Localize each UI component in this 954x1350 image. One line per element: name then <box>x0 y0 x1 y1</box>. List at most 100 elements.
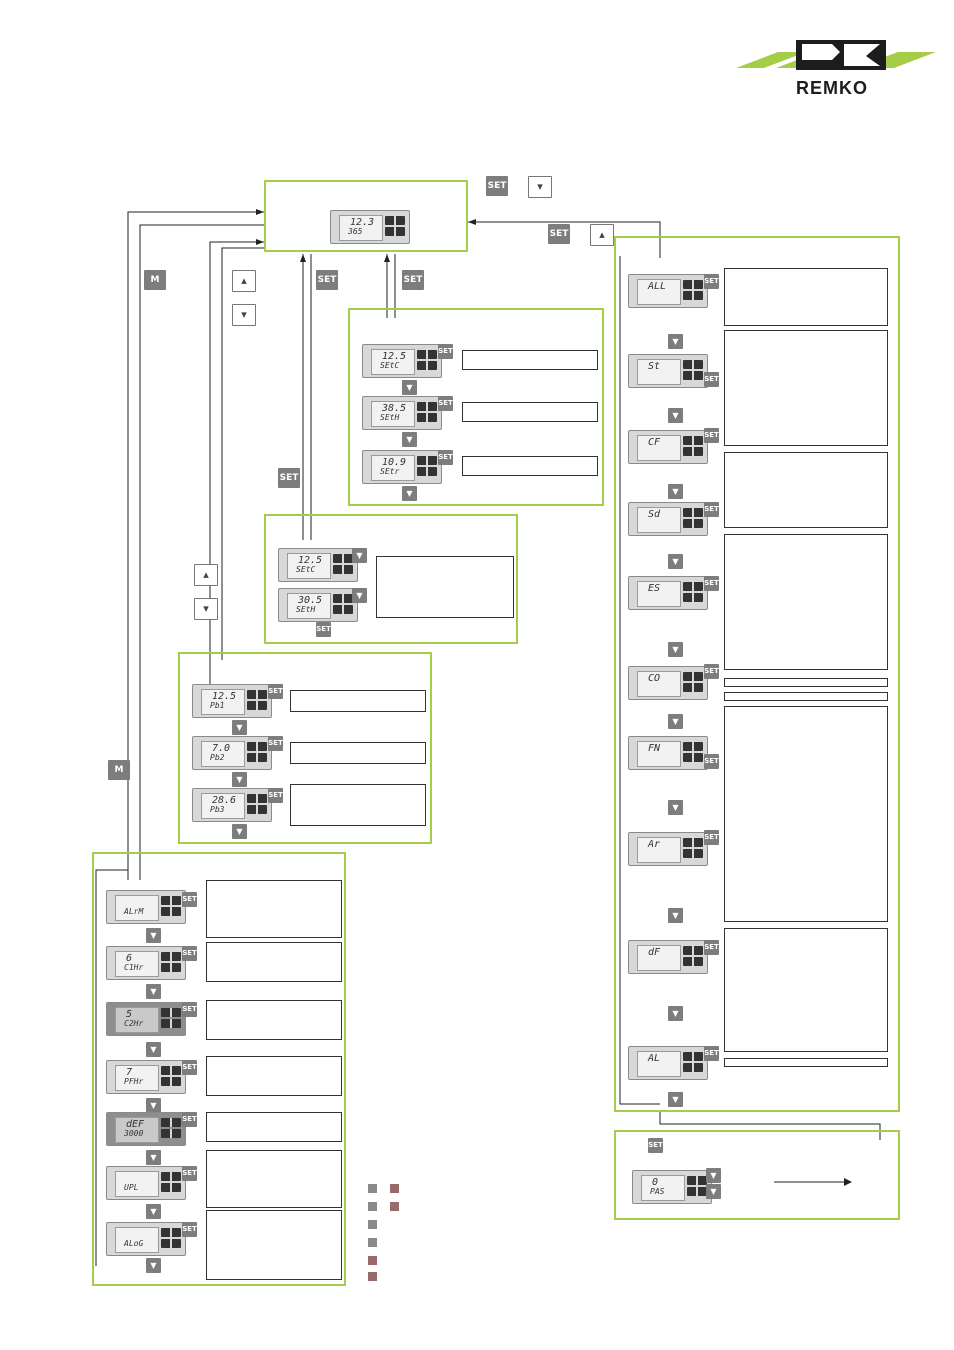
param-description-10 <box>724 1058 888 1067</box>
set-key: SET <box>268 684 283 699</box>
setpoint-description-3 <box>462 456 598 476</box>
set-key: SET <box>438 450 453 465</box>
arrow-down-icon <box>232 720 247 735</box>
probe-description-2 <box>290 742 426 764</box>
legend-set-key <box>368 1184 377 1193</box>
param-description-2 <box>724 330 888 446</box>
set-key: SET <box>486 176 508 196</box>
arrow-right-icon <box>774 1178 852 1186</box>
param-display-10: AL <box>628 1046 708 1080</box>
set-key: SET <box>704 576 719 591</box>
param-display-8: Ar <box>628 832 708 866</box>
legend <box>368 1184 408 1284</box>
menu-description-2 <box>206 942 342 982</box>
set-key: SET <box>438 344 453 359</box>
set-key: SET <box>548 224 570 244</box>
arrow-down-icon <box>232 772 247 787</box>
arrow-up-icon: ▴ <box>194 564 218 586</box>
logo-text: REMKO <box>796 78 868 98</box>
menu-description-5 <box>206 1112 342 1142</box>
parameter-group: ALL SET St SET CF SET Sd SET ES SET CO S… <box>614 236 900 1112</box>
set-key: SET <box>182 892 197 907</box>
set-key: SET <box>704 502 719 517</box>
legend-menu-key <box>368 1238 377 1247</box>
arrow-down-icon <box>146 1150 161 1165</box>
arrow-down-icon <box>402 380 417 395</box>
set-key: SET <box>704 664 719 679</box>
arrow-down-icon <box>668 1092 683 1107</box>
param-display-6: CO <box>628 666 708 700</box>
arrow-down-icon: ▾ <box>194 598 218 620</box>
set-key: SET <box>402 270 424 290</box>
menu-display-6: UPL <box>106 1166 186 1200</box>
legend-down-key <box>390 1184 399 1193</box>
arrow-up-icon: ▴ <box>232 270 256 292</box>
param-description-1 <box>724 268 888 326</box>
menu-description-7 <box>206 1210 342 1280</box>
set-key: SET <box>648 1138 663 1153</box>
arrow-down-icon <box>146 1258 161 1273</box>
menu-key: M <box>144 270 166 290</box>
arrow-down-icon <box>706 1184 721 1199</box>
set-key: SET <box>704 274 719 289</box>
param-display-7: FN <box>628 736 708 770</box>
arrow-down-icon <box>146 984 161 999</box>
arrow-down-icon <box>668 334 683 349</box>
set-key: SET <box>182 1112 197 1127</box>
arrow-down-icon <box>668 642 683 657</box>
set-key: SET <box>704 754 719 769</box>
set-key: SET <box>704 1046 719 1061</box>
legend-set-key <box>368 1202 377 1211</box>
active-setpoint-description <box>376 556 514 618</box>
param-description-6 <box>724 678 888 687</box>
arrow-down-icon <box>668 484 683 499</box>
param-display-9: dF <box>628 940 708 974</box>
set-key: SET <box>704 830 719 845</box>
arrow-down-icon <box>352 588 367 603</box>
param-description-4 <box>724 452 888 528</box>
set-key: SET <box>278 468 300 488</box>
set-key: SET <box>182 1222 197 1237</box>
set-key: SET <box>704 940 719 955</box>
probe-description-3 <box>290 784 426 826</box>
legend-set-key <box>368 1220 377 1229</box>
arrow-up-icon <box>706 1168 721 1183</box>
probe-description-1 <box>290 690 426 712</box>
arrow-down-icon: ▾ <box>232 304 256 326</box>
set-key: SET <box>182 1060 197 1075</box>
set-key: SET <box>268 736 283 751</box>
arrow-down-icon <box>668 714 683 729</box>
param-description-5 <box>724 534 888 670</box>
set-key: SET <box>704 428 719 443</box>
legend-up-key <box>368 1256 377 1265</box>
menu-display-7: ALoG <box>106 1222 186 1256</box>
set-key: SET <box>268 788 283 803</box>
set-key: SET <box>438 396 453 411</box>
arrow-down-icon <box>668 408 683 423</box>
arrow-down-icon <box>668 800 683 815</box>
param-display-3: CF <box>628 430 708 464</box>
arrow-down-icon <box>402 486 417 501</box>
setpoint-description-2 <box>462 402 598 422</box>
menu-description-1 <box>206 880 342 938</box>
brand-logo: REMKO <box>736 38 936 102</box>
menu-description-3 <box>206 1000 342 1040</box>
arrow-down-icon <box>668 908 683 923</box>
arrow-down-icon <box>146 1204 161 1219</box>
arrow-down-icon <box>146 1042 161 1057</box>
menu-display-1: ALrM <box>106 890 186 924</box>
arrow-down-icon <box>146 928 161 943</box>
